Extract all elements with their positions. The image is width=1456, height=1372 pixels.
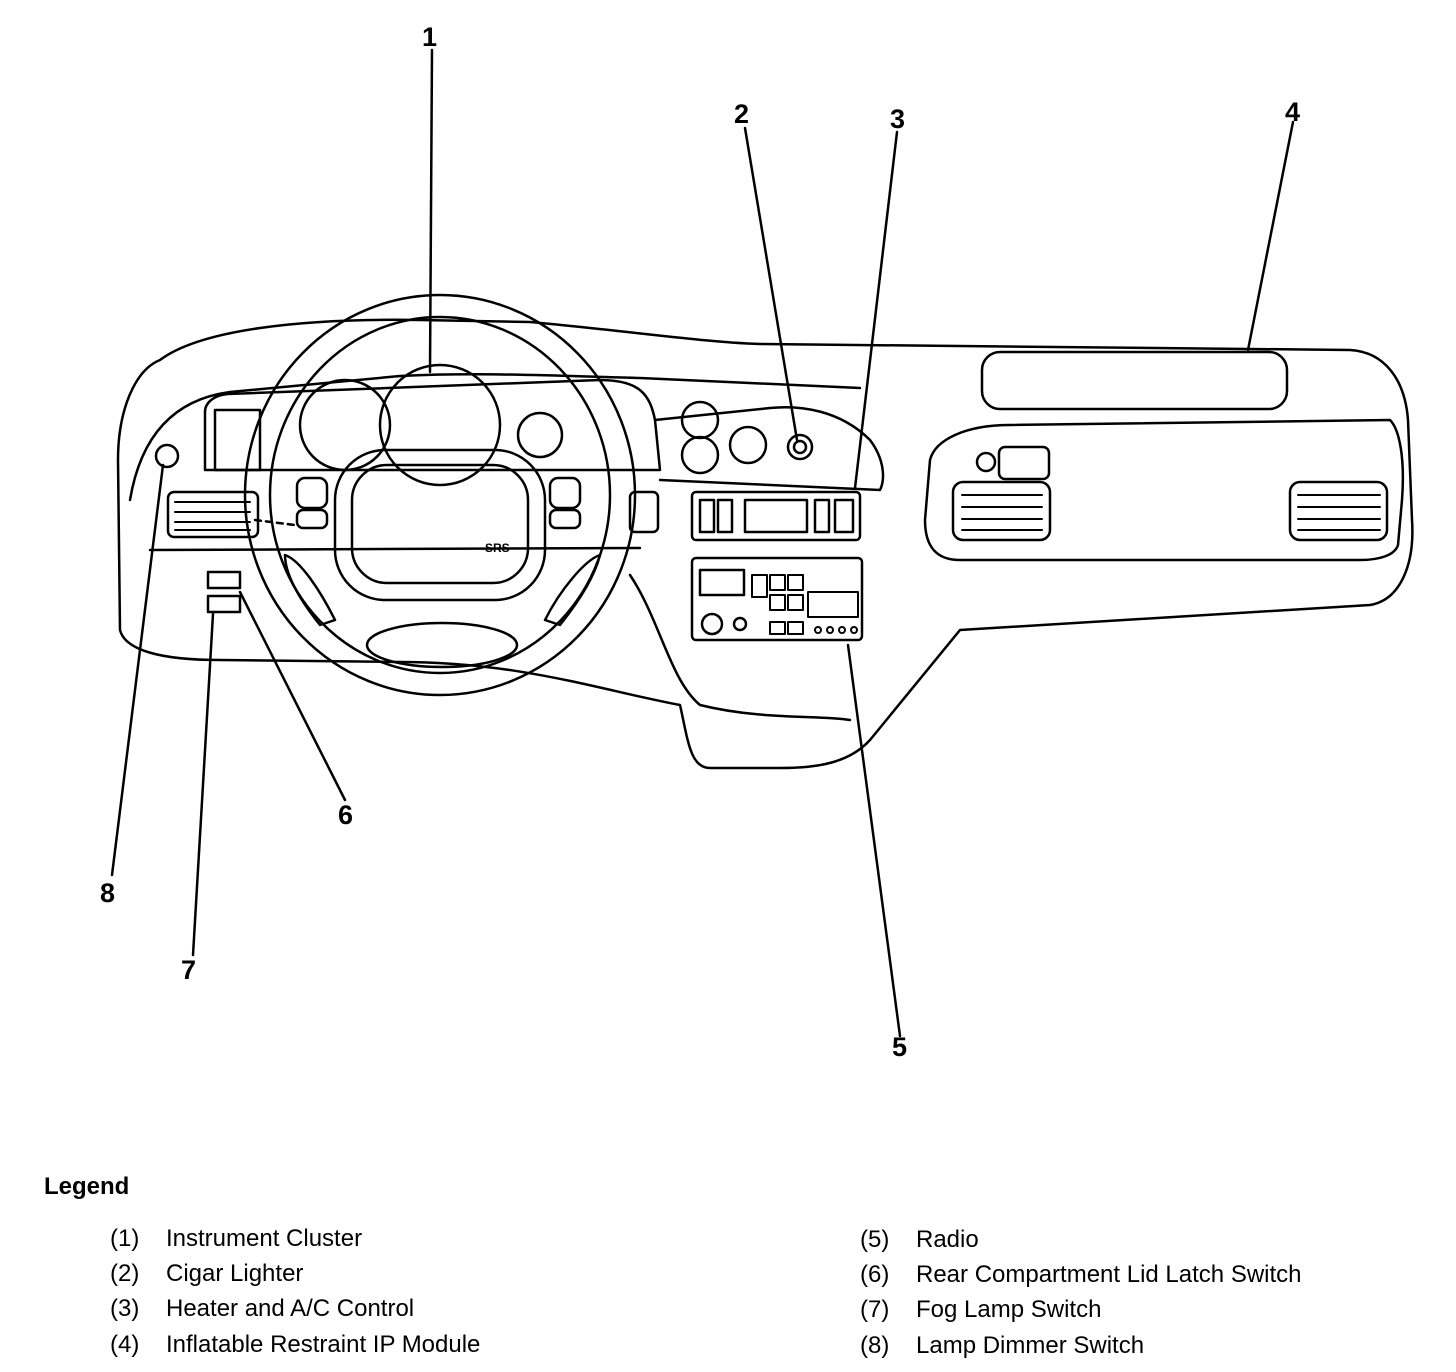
heater-ac-button-right (813, 498, 831, 534)
radio-unit (690, 556, 864, 642)
legend-item-2: (2) Cigar Lighter (110, 1262, 303, 1286)
heater-ac-button-right-2 (833, 498, 855, 534)
wheel-right-button-2 (548, 508, 582, 530)
legend-item-1: (1) Instrument Cluster (110, 1227, 362, 1251)
callout-1: 1 (422, 22, 438, 52)
legend-item-6: (6) Rear Compartment Lid Latch Switch (860, 1263, 1302, 1287)
legend-item-5: (5) Radio (860, 1228, 979, 1252)
rear-compartment-lid-switch (206, 570, 242, 590)
legend-item-label: Heater and A/C Control (166, 1295, 415, 1322)
left-vent (166, 490, 260, 539)
wheel-left-button-1 (295, 476, 329, 510)
steering-wheel-hub-inner (350, 463, 530, 585)
center-vent (628, 490, 660, 534)
passenger-left-vent-slats (961, 494, 1043, 531)
radio-volume-knob (700, 612, 724, 636)
wheel-left-button-2 (295, 508, 329, 530)
steering-wheel-right-spoke (543, 553, 602, 627)
dashboard-inner-line (128, 373, 862, 502)
radio-buttons (751, 574, 859, 635)
legend-item-number: (3) (110, 1295, 140, 1322)
legend-item-8: (8) Lamp Dimmer Switch (860, 1334, 1144, 1358)
legend-item-number: (6) (860, 1261, 890, 1288)
legend-item-label: Radio (916, 1226, 979, 1253)
wheel-right-button-1 (548, 476, 582, 510)
dashboard-diagram: SRS (110, 48, 1414, 1038)
volt-gauge (728, 425, 768, 465)
cluster-housing-right (653, 406, 885, 492)
passenger-right-vent-slats (1297, 494, 1381, 531)
airbag-seal: SRS (485, 541, 510, 555)
tachometer-gauge (298, 378, 392, 472)
legend-item-number: (5) (860, 1226, 890, 1253)
speedometer-gauge (378, 363, 502, 487)
callout-4: 4 (1285, 97, 1301, 127)
steering-wheel-bottom-oval (365, 621, 519, 669)
legend-item-4: (4) Inflatable Restraint IP Module (110, 1333, 480, 1357)
passenger-dash-panel (923, 418, 1405, 562)
legend-item-label: Instrument Cluster (166, 1225, 363, 1252)
cluster-left-panel (213, 408, 262, 472)
leader-lines (110, 48, 1295, 1038)
steering-wheel-left-spoke (283, 553, 337, 627)
callout-6: 6 (338, 800, 354, 830)
legend-item-number: (1) (110, 1225, 140, 1252)
legend-item-label: Lamp Dimmer Switch (916, 1332, 1145, 1359)
fog-lamp-switch (206, 594, 242, 614)
legend-item-number: (2) (110, 1260, 140, 1287)
legend-item-label: Cigar Lighter (166, 1260, 304, 1287)
steering-wheel-inner (268, 315, 612, 675)
passenger-right-vent (1288, 480, 1389, 542)
legend-title: Legend (44, 1173, 130, 1200)
lower-console-curve (628, 573, 852, 722)
legend-item-number: (8) (860, 1332, 890, 1359)
wheel-column-line (253, 518, 297, 527)
heater-ac-display (743, 498, 809, 534)
inflatable-restraint-module (980, 350, 1289, 411)
legend-item-3: (3) Heater and A/C Control (110, 1297, 414, 1321)
steering-wheel-hub (333, 448, 547, 602)
passenger-switch (997, 445, 1051, 481)
legend-item-7: (7) Fog Lamp Switch (860, 1298, 1101, 1322)
lower-dash-line (148, 546, 642, 552)
steering-wheel-outer (243, 293, 637, 697)
left-vent-slats (174, 501, 251, 531)
dashboard-outline (116, 318, 1414, 770)
callout-7: 7 (181, 955, 197, 985)
callout-8: 8 (100, 878, 116, 908)
radio-tune-knob (732, 616, 748, 632)
legend-item-number: (4) (110, 1331, 140, 1358)
temp-gauge (680, 400, 720, 440)
legend-item-label: Inflatable Restraint IP Module (166, 1331, 481, 1358)
legend-item-label: Fog Lamp Switch (916, 1296, 1102, 1323)
legend-item-label: Rear Compartment Lid Latch Switch (916, 1261, 1302, 1288)
cigar-lighter-inner (792, 439, 808, 455)
callout-5: 5 (892, 1032, 908, 1062)
heater-ac-control (690, 490, 862, 542)
passenger-knob (975, 451, 997, 473)
passenger-left-vent (951, 480, 1052, 542)
radio-display (698, 568, 746, 597)
cigar-lighter (786, 433, 814, 461)
callout-3: 3 (890, 104, 906, 134)
legend-item-number: (7) (860, 1296, 890, 1323)
heater-ac-button-left-2 (716, 498, 734, 534)
heater-ac-button-left (698, 498, 716, 534)
lamp-dimmer-knob (154, 443, 180, 469)
oil-gauge (680, 435, 720, 475)
fuel-gauge (516, 411, 564, 459)
callout-2: 2 (734, 99, 750, 129)
